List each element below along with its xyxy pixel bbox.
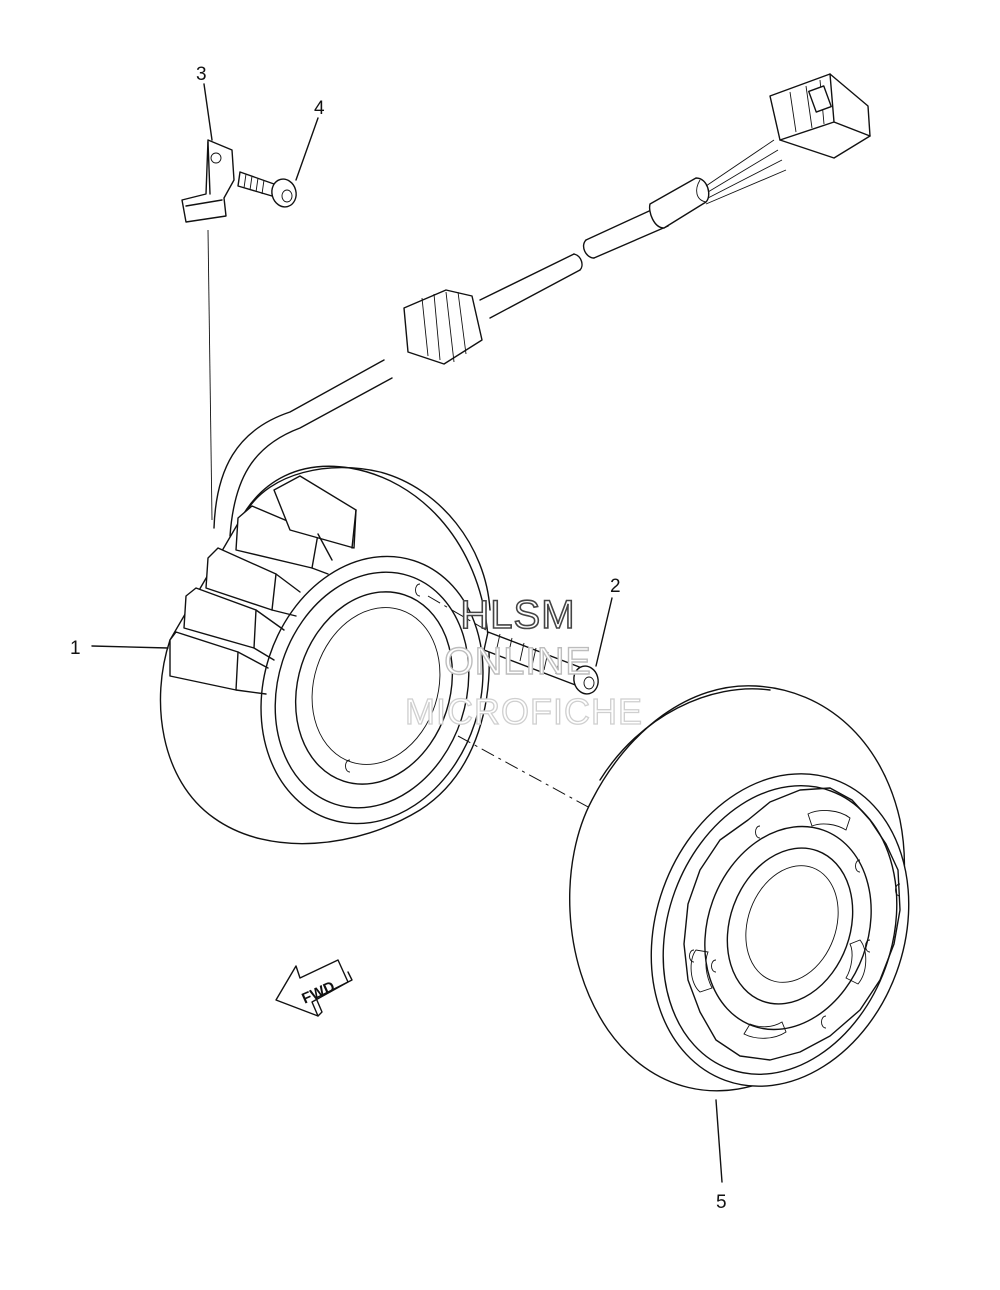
alignment-line — [207, 229, 213, 521]
callout-5: 5 — [716, 1192, 727, 1213]
stator-part — [159, 465, 491, 845]
leader-line-3 — [203, 83, 213, 141]
leader-line-1 — [91, 645, 169, 649]
watermark-line-1: HLSM — [460, 593, 575, 637]
wire-harness — [213, 73, 871, 537]
watermark: HLSM ONLINE MICROFICHE — [404, 592, 643, 732]
callout-2: 2 — [610, 576, 621, 597]
fwd-direction-arrow: FWD — [275, 959, 353, 1017]
bracket-part — [181, 139, 235, 223]
center-line — [427, 595, 487, 631]
screw-part-4 — [237, 171, 297, 208]
watermark-line-3: MICROFICHE — [405, 691, 643, 732]
screw-part-2 — [483, 631, 599, 695]
rotor-part — [569, 685, 910, 1092]
callout-4: 4 — [314, 98, 325, 119]
watermark-line-2: ONLINE — [444, 641, 591, 683]
callout-3: 3 — [196, 64, 207, 85]
callout-1: 1 — [70, 638, 81, 659]
leader-line-2 — [595, 597, 613, 667]
leader-line-5 — [715, 1099, 723, 1183]
center-line-2 — [457, 735, 591, 809]
leader-line-4 — [295, 117, 319, 181]
